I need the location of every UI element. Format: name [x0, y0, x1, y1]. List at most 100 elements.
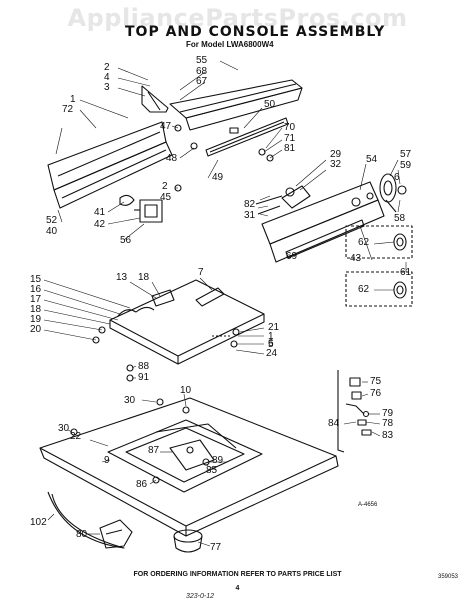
callout-70: 70	[284, 122, 296, 133]
callout-5: 5	[268, 339, 274, 350]
callout-72: 72	[62, 104, 74, 115]
console-control-panel	[255, 181, 385, 263]
callout-4: 4	[104, 72, 110, 83]
callout-17: 17	[30, 294, 42, 305]
watermark-text: AppliancePartsPros.com	[67, 4, 408, 32]
footer-page-number: 4	[235, 585, 240, 592]
timer-knob	[379, 173, 407, 213]
callout-56: 56	[120, 235, 132, 246]
lid-bumper-77	[173, 529, 203, 553]
bumper-30	[156, 398, 164, 406]
callout-6b: 6	[268, 338, 274, 349]
trim-strip	[205, 117, 289, 157]
callout-18: 18	[30, 304, 42, 315]
callout-32: 32	[330, 159, 342, 170]
washer-top	[39, 397, 339, 537]
tub-gasket	[47, 491, 125, 549]
bumper-30b	[70, 428, 78, 436]
callout-30: 30	[124, 395, 136, 406]
callout-68: 68	[196, 66, 208, 77]
callout-20: 20	[30, 324, 42, 335]
console-top-panel	[169, 79, 303, 131]
callout-15: 15	[30, 274, 42, 285]
console-end-bracket	[141, 85, 169, 113]
callout-67: 67	[196, 76, 208, 87]
callout-1: 1	[70, 94, 76, 105]
callout-1b: 1	[268, 331, 274, 342]
callout-62: 62	[358, 237, 370, 248]
callout-59: 59	[400, 160, 412, 171]
callout-30b: 30	[58, 423, 70, 434]
callout-86: 86	[136, 479, 148, 490]
bumper-10	[182, 406, 190, 414]
callout-71: 71	[284, 133, 296, 144]
lid-hinge-plate	[109, 279, 265, 365]
callout-91: 91	[138, 372, 150, 383]
timer-motor	[119, 194, 163, 223]
callout-61: 61	[400, 267, 412, 278]
callout-58: 58	[394, 213, 406, 224]
callout-78: 78	[382, 418, 394, 429]
callout-62b: 62	[358, 284, 370, 295]
callout-45: 45	[160, 192, 172, 203]
callout-49: 49	[212, 172, 224, 183]
callout-9: 9	[104, 455, 110, 466]
callout-83: 83	[382, 430, 394, 441]
callout-57: 57	[400, 149, 412, 160]
clip-50	[229, 127, 239, 134]
callout-50: 50	[264, 99, 276, 110]
callout-10: 10	[180, 385, 192, 396]
callout-85: 85	[206, 465, 218, 476]
figure-code: A-4656	[358, 502, 378, 508]
console-back-panel-left	[47, 121, 173, 209]
callout-2b: 2	[162, 181, 168, 192]
callout-47: 47	[160, 121, 172, 132]
callout-21: 21	[268, 322, 280, 333]
clip-71	[258, 148, 266, 156]
callout-81: 81	[284, 143, 296, 154]
callout-22: 22	[70, 431, 82, 442]
callout-6: 6	[394, 172, 400, 183]
callout-16: 16	[30, 284, 42, 295]
callout-29: 29	[330, 149, 342, 160]
callout-7: 7	[198, 267, 204, 278]
callout-43: 43	[350, 253, 362, 264]
callout-13: 13	[116, 272, 128, 283]
callout-82: 82	[244, 199, 256, 210]
callout-52: 52	[46, 215, 58, 226]
leader-lines	[43, 60, 407, 547]
callout-88: 88	[138, 361, 150, 372]
corner-code: 359053	[438, 574, 459, 580]
callout-79: 79	[382, 408, 394, 419]
callout-24: 24	[266, 348, 278, 359]
callout-48: 48	[166, 153, 178, 164]
callout-2: 2	[104, 62, 110, 73]
callout-102: 102	[30, 517, 47, 528]
callout-87: 87	[148, 445, 160, 456]
callout-77: 77	[210, 542, 222, 553]
switch-parts-set	[337, 370, 372, 453]
callout-3: 3	[104, 82, 110, 93]
footer-ordering-note: FOR ORDERING INFORMATION REFER TO PARTS …	[133, 571, 342, 578]
dispenser-cup	[99, 519, 133, 549]
callout-76: 76	[370, 388, 382, 399]
callout-18b: 18	[138, 272, 150, 283]
lid-hinge-parts	[152, 439, 215, 484]
clip-48	[190, 142, 198, 150]
callout-40: 40	[46, 226, 58, 237]
callout-31: 31	[244, 210, 256, 221]
handwritten-reference: 323-0-12	[186, 593, 215, 600]
screw-88	[126, 364, 134, 372]
callout-75: 75	[370, 376, 382, 387]
screw-47	[174, 124, 182, 132]
callout-84: 84	[328, 418, 340, 429]
callout-89: 89	[212, 455, 224, 466]
callout-41: 41	[94, 207, 106, 218]
diagram-subtitle: For Model LWA6800W4	[186, 40, 274, 49]
callout-55: 55	[196, 55, 208, 66]
callout-54: 54	[366, 154, 378, 165]
callout-80: 80	[76, 529, 88, 540]
callout-42: 42	[94, 219, 106, 230]
clip-81	[266, 154, 274, 162]
